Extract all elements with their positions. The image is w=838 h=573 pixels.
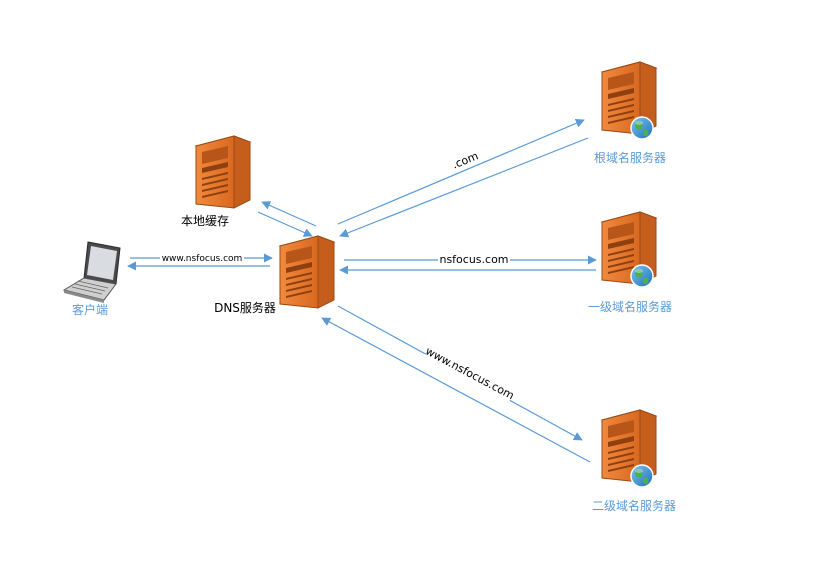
label-dns-root: .com xyxy=(450,149,480,171)
arrow-second-to-dns xyxy=(321,317,591,463)
client-laptop-icon xyxy=(62,241,121,303)
client-label: 客户端 xyxy=(72,302,108,317)
label-client-dns: www.nsfocus.com xyxy=(162,254,243,264)
cache-label: 本地缓存 xyxy=(181,214,229,228)
second-label: 二级域名服务器 xyxy=(592,498,676,513)
globe-icon xyxy=(630,464,654,488)
arrow-dns-to-cache xyxy=(261,201,317,227)
label-dns-second: www.nsfocus.com xyxy=(423,345,516,403)
globe-icon xyxy=(630,116,654,140)
tld-label: 一级域名服务器 xyxy=(588,299,672,314)
dns-label: DNS服务器 xyxy=(214,300,276,315)
label-dns-tld: nsfocus.com xyxy=(439,253,508,266)
arrow-dns-to-root xyxy=(337,119,585,225)
arrow-cache-to-dns xyxy=(257,211,313,237)
globe-icon xyxy=(630,264,654,288)
cache-server-icon xyxy=(195,135,251,209)
dns-server-icon xyxy=(279,235,335,309)
arrow-root-to-dns xyxy=(339,137,589,238)
root-label: 根域名服务器 xyxy=(594,150,666,165)
